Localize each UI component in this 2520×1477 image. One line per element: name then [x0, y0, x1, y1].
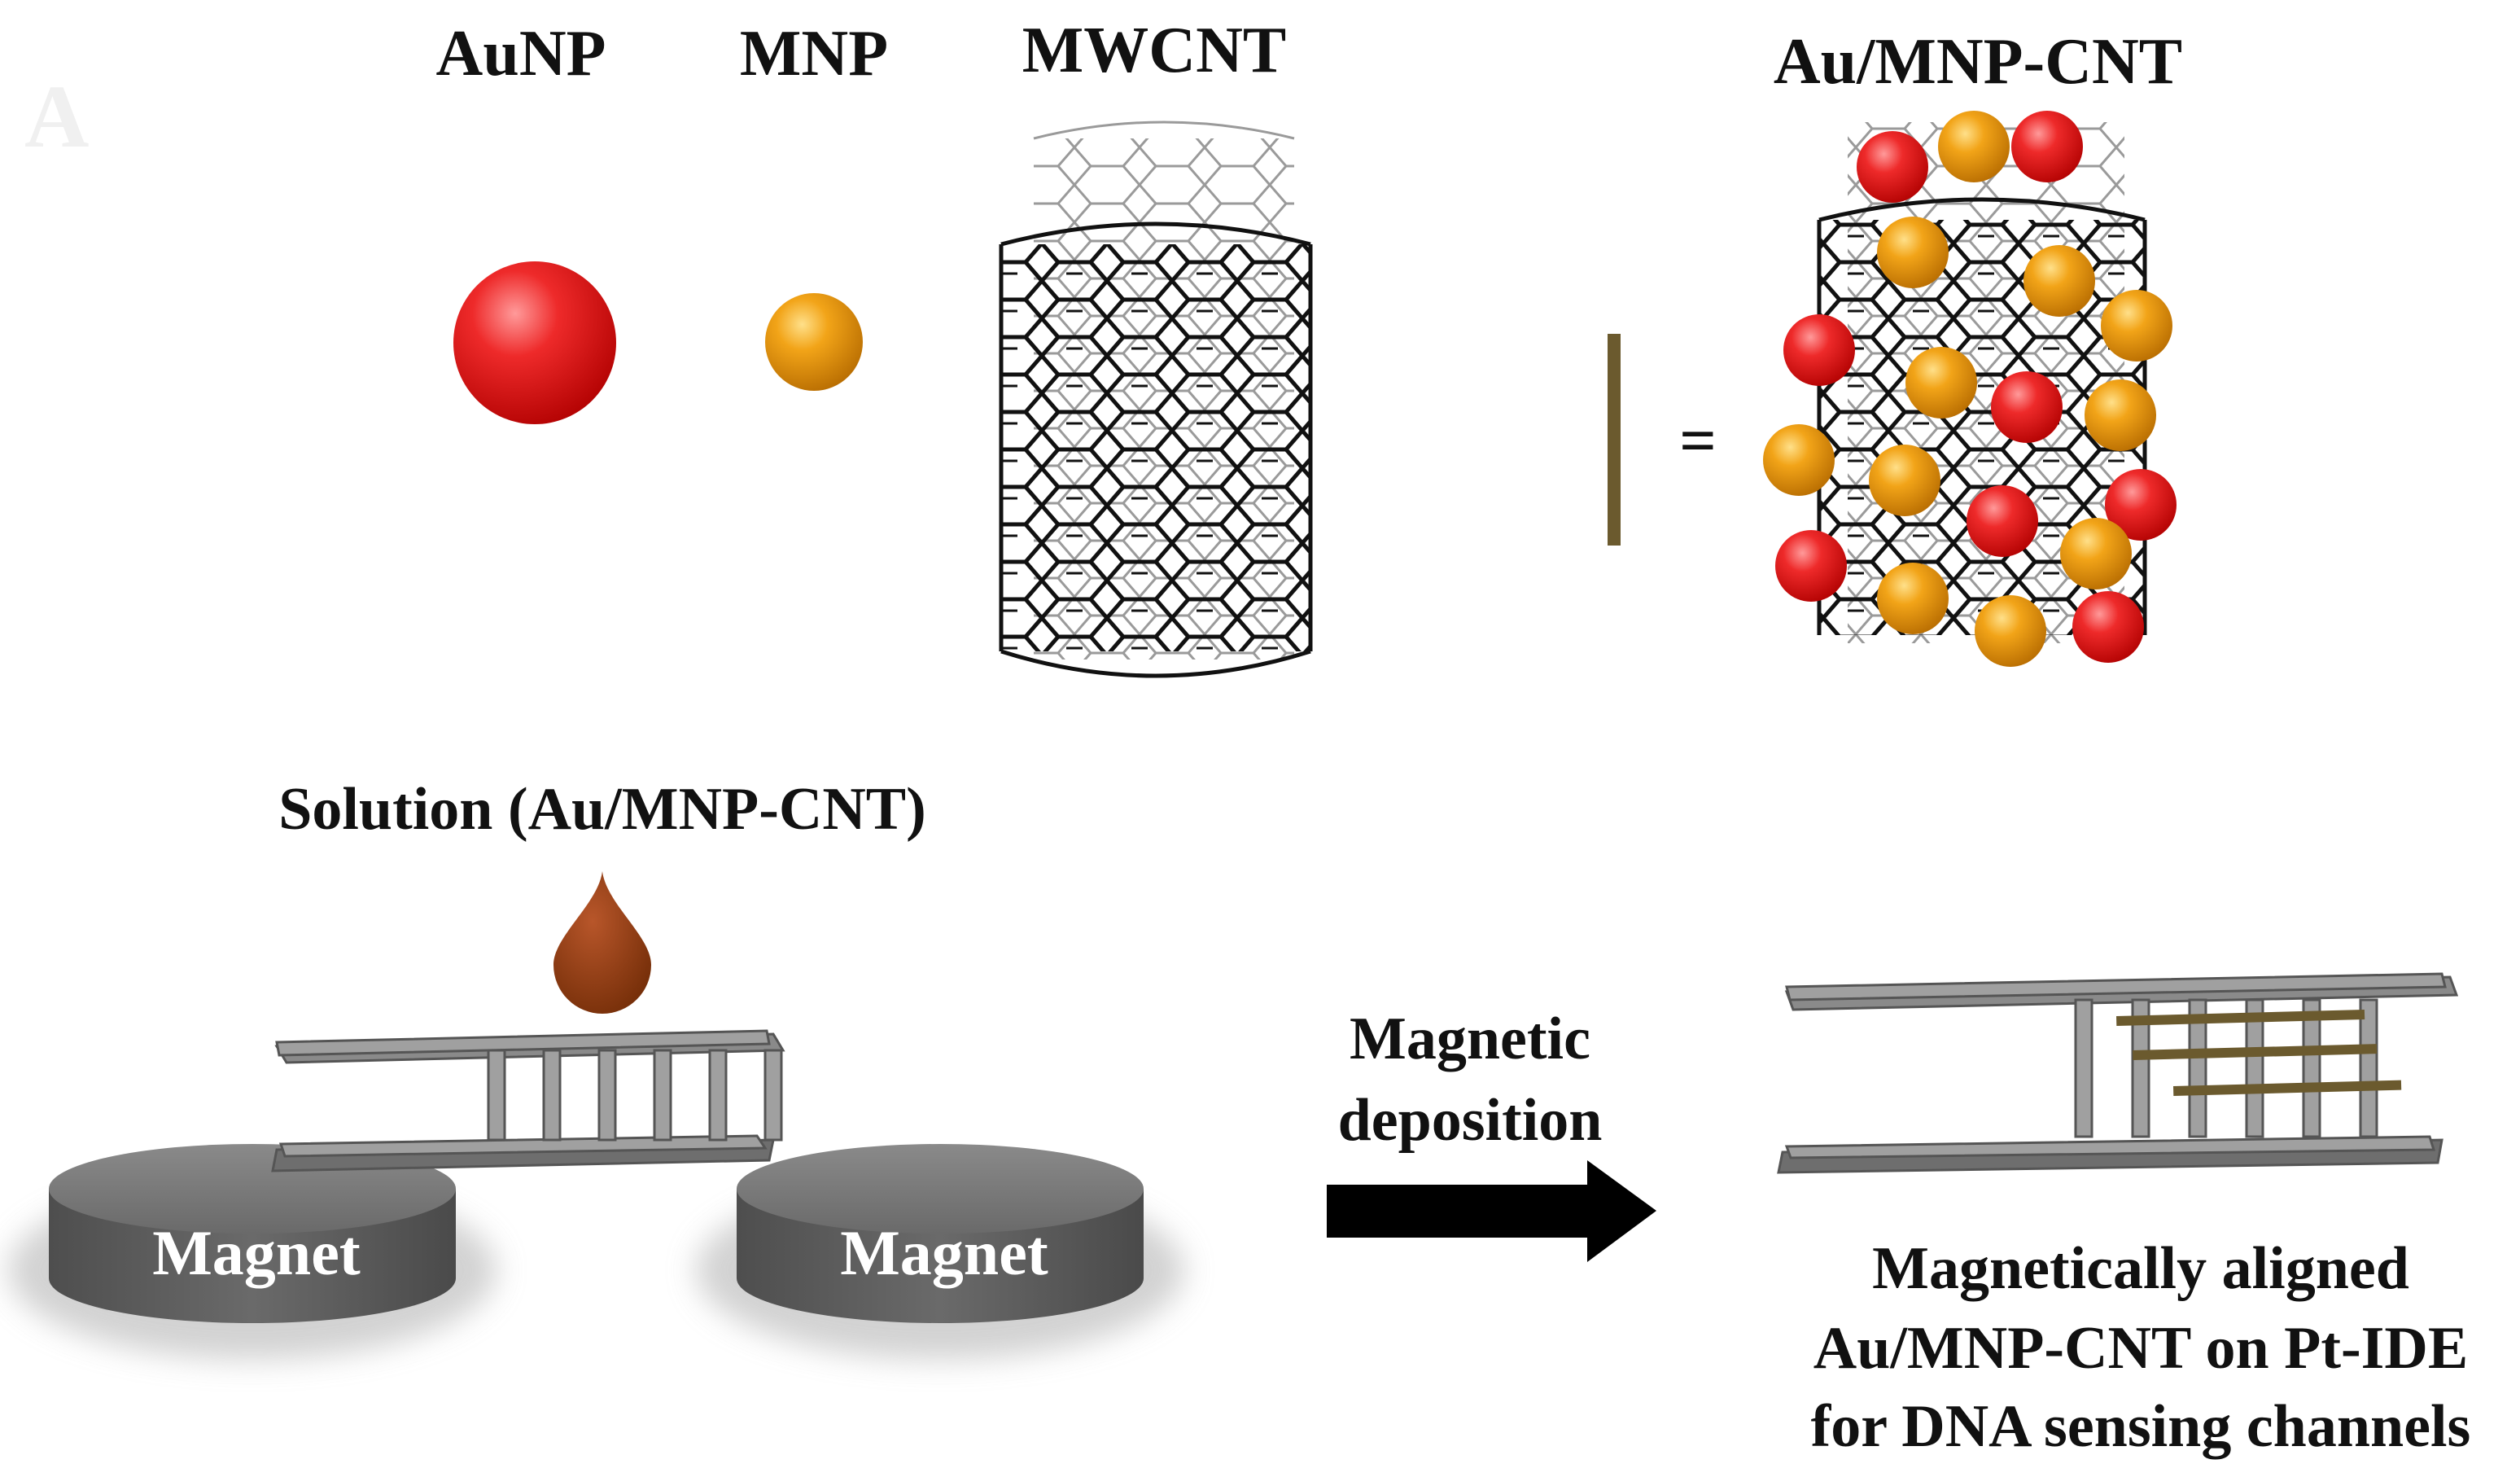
- electrode-finger: [2359, 998, 2378, 1138]
- mnp-particle-icon: [1869, 445, 1940, 516]
- electrode-finger: [2245, 998, 2264, 1138]
- mnp-particle-icon: [1938, 111, 2010, 182]
- aunp-particle-icon: [2011, 111, 2083, 182]
- magnet-right-label: Magnet: [840, 1217, 1048, 1288]
- magnet-left-label: Magnet: [152, 1217, 361, 1288]
- mnp-particle-icon: [1763, 424, 1835, 496]
- mnp-label: MNP: [740, 18, 888, 90]
- composite-label: Au/MNP-CNT: [1774, 26, 2182, 98]
- equals-sign: =: [1679, 405, 1717, 477]
- panel-letter: A: [24, 67, 89, 166]
- result-line2: Au/MNP-CNT on Pt-IDE: [1813, 1315, 2468, 1382]
- result-line1: Magnetically aligned: [1872, 1235, 2409, 1302]
- result-line3: for DNA sensing channels: [1811, 1393, 2471, 1460]
- aunp-particle-icon: [2072, 591, 2144, 663]
- mnp-particle-icon: [1905, 347, 1977, 419]
- mnp-sphere-icon: [765, 293, 863, 391]
- mwcnt-nanotube-icon: [999, 121, 1313, 678]
- mnp-particle-icon: [2085, 379, 2156, 451]
- aunp-sphere-icon: [453, 261, 616, 424]
- right-arrow-icon: [1327, 1160, 1656, 1262]
- electrode-finger: [597, 1049, 617, 1142]
- mnp-particle-icon: [2023, 245, 2095, 317]
- electrode-finger: [2302, 998, 2321, 1138]
- mnp-particle-icon: [2101, 290, 2172, 362]
- droplet-icon: [553, 871, 651, 1014]
- mwcnt-label: MWCNT: [1022, 15, 1286, 86]
- aunp-particle-icon: [1783, 314, 1855, 386]
- magnet-left: Magnet: [8, 1144, 497, 1360]
- aunp-particle-icon: [1775, 530, 1847, 602]
- aunp-particle-icon: [1991, 371, 2063, 443]
- mnp-particle-icon: [1877, 217, 1949, 288]
- aligned-cnt-rods: [2116, 1010, 2402, 1096]
- mnp-particle-icon: [2060, 518, 2132, 589]
- arrow-label-line2: deposition: [1338, 1087, 1603, 1154]
- magnet-right: Magnet: [696, 1144, 1184, 1360]
- electrode-finger: [653, 1049, 672, 1142]
- electrode-finger: [542, 1049, 562, 1142]
- electrode-finger: [763, 1049, 783, 1142]
- mnp-particle-icon: [1975, 595, 2046, 667]
- electrode-finger: [2074, 998, 2093, 1138]
- electrode-left: [271, 1029, 785, 1172]
- electrode-right: [1777, 972, 2459, 1174]
- aunp-label: AuNP: [436, 18, 606, 90]
- aunp-particle-icon: [1967, 485, 2038, 557]
- electrode-finger: [487, 1049, 506, 1142]
- electrode-finger: [708, 1049, 728, 1142]
- solution-label: Solution (Au/MNP-CNT): [278, 776, 926, 843]
- composite-nanotube-icon: [1763, 111, 2177, 667]
- mnp-particle-icon: [1877, 563, 1949, 634]
- aunp-particle-icon: [1857, 131, 1928, 203]
- cnt-rod-legend-icon: [1608, 334, 1621, 546]
- electrode-finger: [2131, 998, 2150, 1138]
- electrode-finger: [2188, 998, 2207, 1138]
- aunp-particle-icon: [2105, 469, 2177, 541]
- arrow-label-line1: Magnetic: [1350, 1006, 1590, 1072]
